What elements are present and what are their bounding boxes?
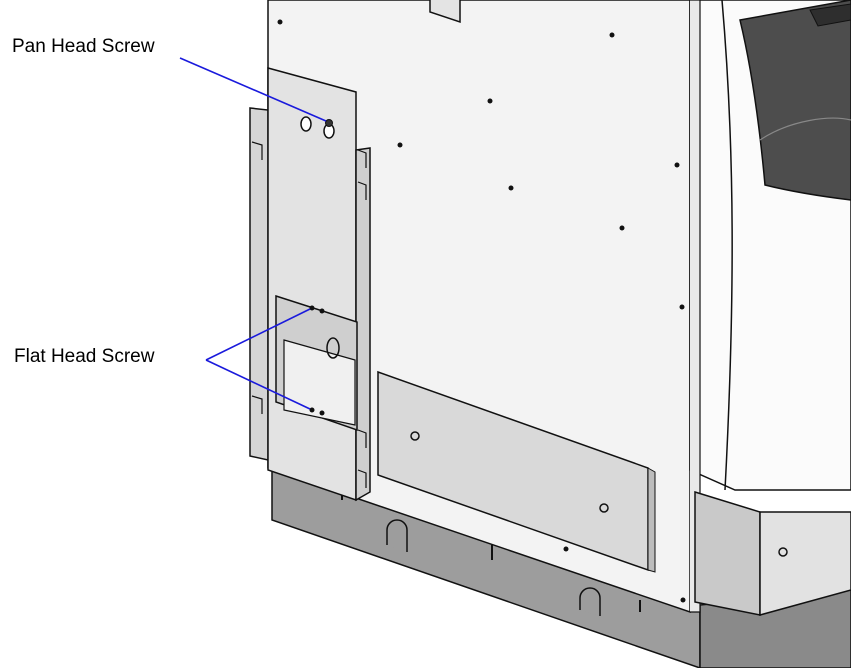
flat-head-screw-label: Flat Head Screw <box>14 346 155 367</box>
leader-line-flat-head-lower <box>205 359 311 410</box>
lower-cover-plate <box>377 370 656 573</box>
leader-line-flat-head-upper <box>205 308 311 361</box>
front-panel <box>689 0 851 616</box>
callout-leaders <box>179 57 327 410</box>
mounting-bracket <box>249 67 371 502</box>
leader-line-pan-head <box>179 57 327 122</box>
side-panel-screws <box>277 19 686 603</box>
pan-head-screw-label: Pan Head Screw <box>12 36 155 57</box>
